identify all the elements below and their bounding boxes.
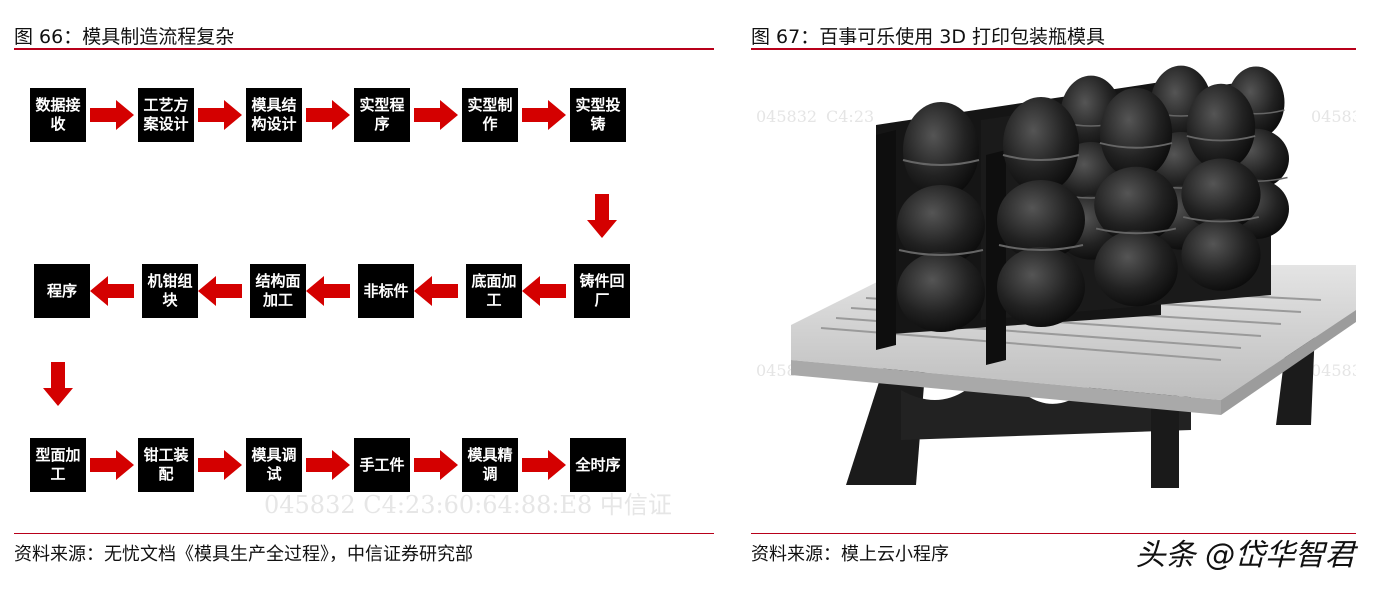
flowchart-watermark: 045832 C4:23:60:64:88:E8 中信证 bbox=[264, 491, 672, 519]
arrow-right-4 bbox=[414, 100, 458, 130]
flow-step-surface-machining: 型面加工 bbox=[30, 438, 86, 492]
arrow-right-5 bbox=[522, 100, 566, 130]
flow-step-pattern-making: 实型制作 bbox=[462, 88, 518, 142]
arrow-right-6 bbox=[90, 450, 134, 480]
flow-step-structure-machining: 结构面加工 bbox=[250, 264, 306, 318]
flow-step-full-sequence: 全时序 bbox=[570, 438, 626, 492]
flow-step-handwork: 手工件 bbox=[354, 438, 410, 492]
arrow-right-8 bbox=[306, 450, 350, 480]
arrow-left-2 bbox=[306, 276, 350, 306]
arrow-down-2 bbox=[43, 362, 73, 406]
flow-step-pattern-casting: 实型投铸 bbox=[570, 88, 626, 142]
arrow-left-1 bbox=[198, 276, 242, 306]
photo-watermark-c: 04583 bbox=[1311, 107, 1356, 126]
flow-step-data-receive: 数据接收 bbox=[30, 88, 86, 142]
arrow-left-4 bbox=[522, 276, 566, 306]
photo-watermark-e: 04583 bbox=[1311, 361, 1356, 380]
left-source-rule bbox=[14, 533, 714, 534]
flow-step-nonstandard-parts: 非标件 bbox=[358, 264, 414, 318]
3d-printed-bottle-mold-photo: 045832 C4:23 04583 045832 04583 bbox=[756, 64, 1356, 488]
photo-watermark-b: C4:23 bbox=[826, 107, 874, 126]
right-title-rule bbox=[751, 48, 1356, 50]
arrow-right-3 bbox=[306, 100, 350, 130]
flow-step-bottom-machining: 底面加工 bbox=[466, 264, 522, 318]
right-source-rule bbox=[751, 533, 1356, 534]
right-figure-source: 资料来源：模上云小程序 bbox=[751, 544, 949, 565]
arrow-left-3 bbox=[414, 276, 458, 306]
arrow-right-1 bbox=[90, 100, 134, 130]
flow-step-fitter-assembly: 钳工装配 bbox=[138, 438, 194, 492]
flow-step-casting-return: 铸件回厂 bbox=[574, 264, 630, 318]
flow-step-structure-design: 模具结构设计 bbox=[246, 88, 302, 142]
process-flowchart: 045832 C4:23:60:64:88:E8 中信证 数据接收 工艺方案设计… bbox=[14, 60, 714, 530]
flow-arrows bbox=[43, 100, 617, 480]
arrow-right-9 bbox=[414, 450, 458, 480]
flow-step-fine-tuning: 模具精调 bbox=[462, 438, 518, 492]
flow-step-pattern-program: 实型程序 bbox=[354, 88, 410, 142]
arrow-down-1 bbox=[587, 194, 617, 238]
flow-step-process-design: 工艺方案设计 bbox=[138, 88, 194, 142]
brand-watermark: 头条 @岱华智君 bbox=[1135, 538, 1355, 573]
arrow-left-5 bbox=[90, 276, 134, 306]
arrow-right-10 bbox=[522, 450, 566, 480]
left-figure-source: 资料来源：无忧文档《模具生产全过程》，中信证券研究部 bbox=[14, 544, 473, 565]
left-figure-title: 图 66：模具制造流程复杂 bbox=[14, 26, 235, 48]
photo-watermark-a: 045832 bbox=[756, 107, 817, 126]
right-figure-title: 图 67：百事可乐使用 3D 打印包装瓶模具 bbox=[751, 26, 1106, 48]
flow-step-mold-debug: 模具调试 bbox=[246, 438, 302, 492]
arrow-right-7 bbox=[198, 450, 242, 480]
flow-step-program: 程序 bbox=[34, 264, 90, 318]
arrow-right-2 bbox=[198, 100, 242, 130]
left-title-rule bbox=[14, 48, 714, 50]
flow-step-machine-fitting: 机钳组块 bbox=[142, 264, 198, 318]
